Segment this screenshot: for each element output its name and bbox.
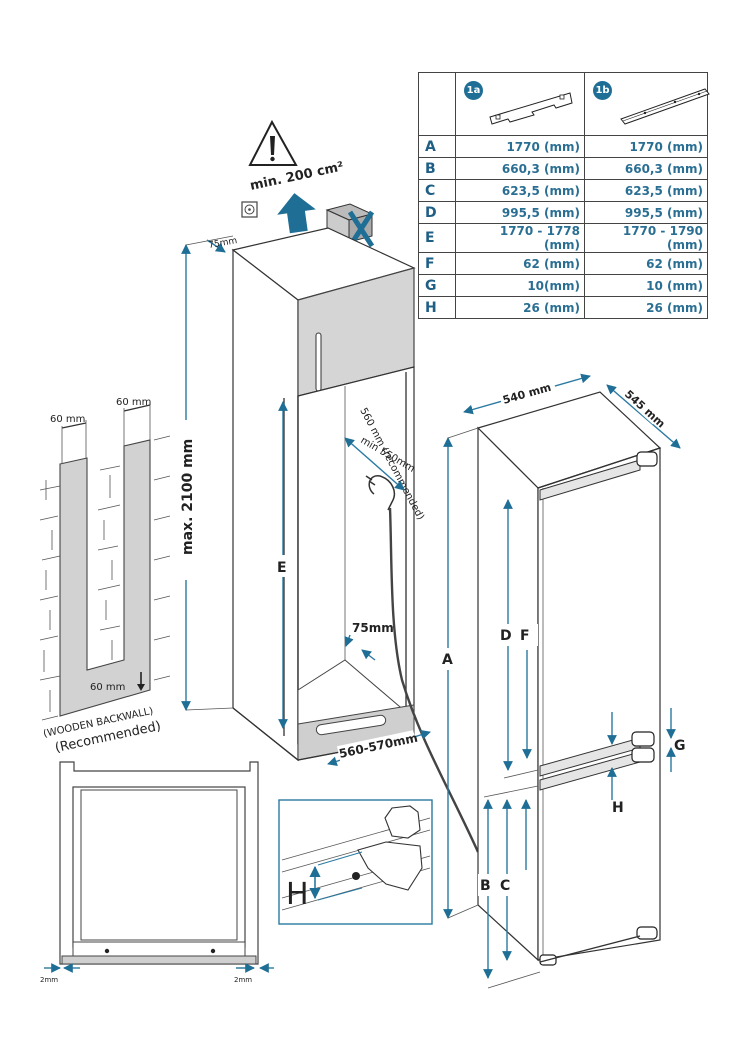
- right-strip-label: 60 mm: [116, 397, 151, 408]
- row-key: E: [418, 223, 456, 253]
- left-strip-label: 60 mm: [50, 414, 85, 425]
- front-view: [59, 761, 259, 965]
- dimension-f-label: F: [520, 628, 530, 644]
- e-label: E: [277, 560, 287, 576]
- top-gap-label: 75mm: [208, 236, 238, 251]
- bottom-strip-label: 60 mm: [90, 682, 125, 693]
- row-key: C: [418, 179, 456, 202]
- dimension-c-label: C: [500, 878, 510, 894]
- row-key: H: [418, 296, 456, 319]
- front-right-gap-label: 2mm: [234, 976, 252, 984]
- bracket-1a-icon: [489, 92, 573, 125]
- dimension-h-label: H: [612, 800, 624, 816]
- hinge-detail: [278, 799, 433, 925]
- row-key: B: [418, 157, 456, 180]
- column-1b-header: 1b: [584, 72, 710, 136]
- cell-1b: 10 (mm): [584, 274, 708, 297]
- row-key: A: [418, 135, 456, 158]
- row-key: G: [418, 274, 456, 297]
- dimension-d-label: D: [500, 628, 512, 644]
- cell-1b: 660,3 (mm): [584, 157, 708, 180]
- badge-1a: 1a: [464, 81, 483, 100]
- row-key: D: [418, 201, 456, 224]
- bottom-gap-label: 75mm: [352, 621, 394, 635]
- cell-1a: 1770 - 1778 (mm): [455, 223, 585, 253]
- warning-triangle-icon: [248, 119, 298, 166]
- power-socket-icon: [241, 201, 258, 218]
- cell-1a: 10(mm): [455, 274, 585, 297]
- table-header-row: 1a 1b: [418, 72, 710, 136]
- airflow-up-arrow-icon: [277, 193, 316, 234]
- cell-1b: 995,5 (mm): [584, 201, 708, 224]
- cell-1a: 1770 (mm): [455, 135, 585, 158]
- cell-1a: 623,5 (mm): [455, 179, 585, 202]
- table-corner-cell: [418, 72, 456, 136]
- fridge: [476, 391, 662, 966]
- cell-1b: 1770 - 1790 (mm): [584, 223, 708, 253]
- cell-1a: 660,3 (mm): [455, 157, 585, 180]
- cell-1b: 1770 (mm): [584, 135, 708, 158]
- cell-1a: 995,5 (mm): [455, 201, 585, 224]
- front-left-gap-label: 2mm: [40, 976, 58, 984]
- fridge-width-label: 540 mm: [501, 381, 552, 407]
- cell-1b: 62 (mm): [584, 252, 708, 275]
- cell-1b: 623,5 (mm): [584, 179, 708, 202]
- dimension-a-label: A: [442, 652, 453, 668]
- max-height-label: max. 2100 mm: [180, 439, 196, 555]
- dimension-g-label: G: [674, 738, 686, 754]
- cell-1a: 62 (mm): [455, 252, 585, 275]
- dimension-b-label: B: [480, 878, 491, 894]
- cell-1a: 26 (mm): [455, 296, 585, 319]
- column-1a-header: 1a: [455, 72, 585, 136]
- cell-1b: 26 (mm): [584, 296, 708, 319]
- badge-1b: 1b: [593, 81, 612, 100]
- bracket-1b-icon: [620, 88, 710, 125]
- hinge-detail-h-label: H: [286, 877, 309, 912]
- row-key: F: [418, 252, 456, 275]
